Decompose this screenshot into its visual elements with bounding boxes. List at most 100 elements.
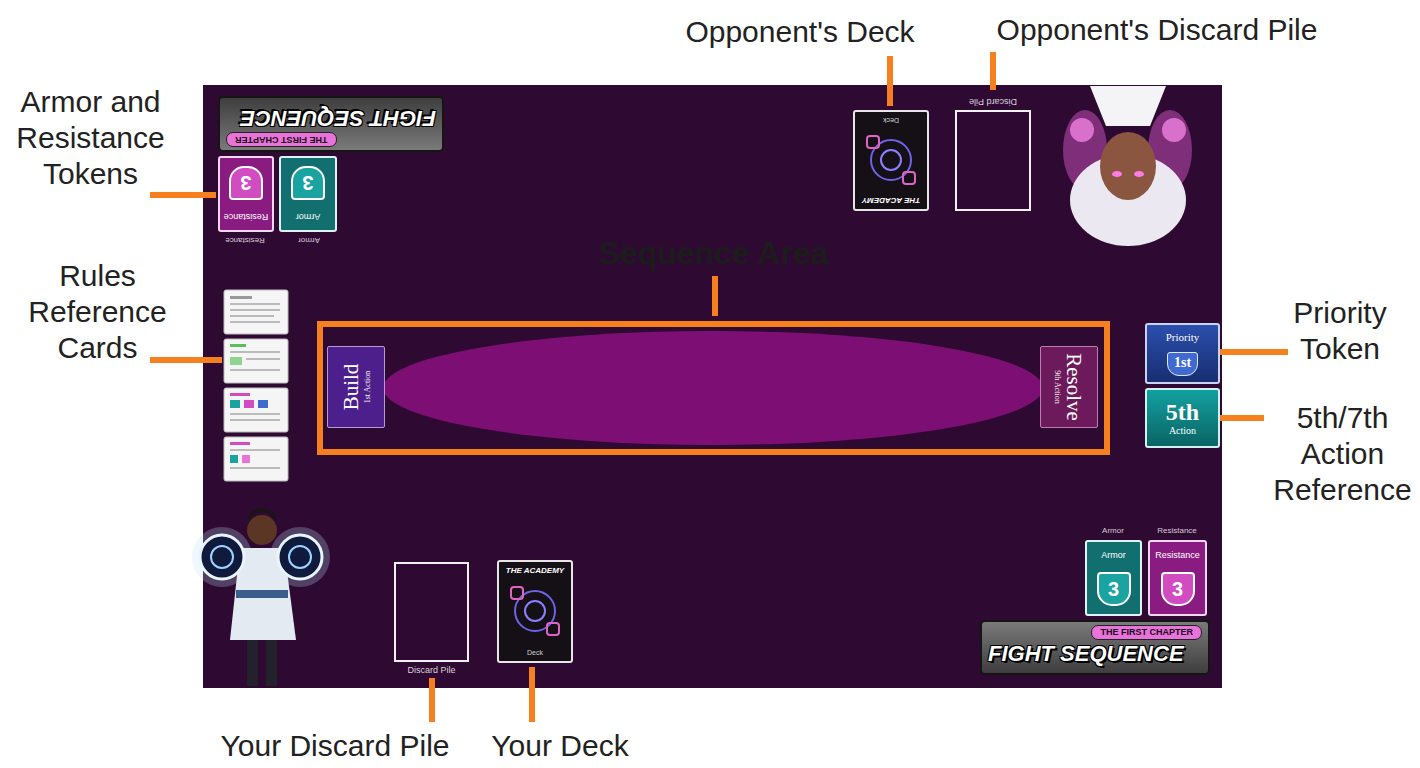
deck-brand: THE ACADEMY bbox=[862, 195, 920, 205]
deck-card: THE ACADEMYDeck bbox=[853, 110, 929, 211]
leader-line bbox=[712, 276, 718, 316]
mat-label: Resistance bbox=[1147, 526, 1207, 536]
deck-card-backs bbox=[497, 110, 929, 663]
leader-line bbox=[1213, 415, 1264, 421]
discard-slot: Discard Pile bbox=[955, 110, 1031, 211]
rules-card-detail bbox=[230, 413, 280, 415]
discard-slot: Discard Pile bbox=[394, 562, 469, 662]
callout-label: Armor and Resistance Tokens bbox=[8, 84, 173, 192]
slot-label: Discard Pile bbox=[407, 665, 455, 676]
label-position: Rules Reference Cards bbox=[15, 258, 180, 366]
academy-symbol bbox=[867, 136, 915, 184]
rules-card-detail bbox=[230, 315, 274, 317]
armor-token: Armor3 bbox=[279, 156, 337, 232]
rules-card-detail bbox=[230, 419, 280, 421]
slot-label: Discard Pile bbox=[969, 96, 1017, 107]
label-position: Armor and Resistance Tokens bbox=[8, 84, 173, 192]
player-character bbox=[192, 508, 330, 686]
token-label: Armor bbox=[296, 211, 321, 222]
magic-hand bbox=[1162, 118, 1186, 142]
card-subtitle: 1st Action bbox=[363, 371, 373, 404]
rules-card-detail bbox=[244, 400, 254, 408]
card-back bbox=[497, 560, 573, 663]
callout-label: Your Discard Pile bbox=[200, 728, 470, 764]
label-position: Opponent's Deck bbox=[650, 14, 950, 50]
opponent-character bbox=[1063, 86, 1192, 246]
character-hair bbox=[248, 508, 276, 526]
rules-card bbox=[224, 388, 288, 432]
label-position: Armor bbox=[1083, 526, 1143, 536]
build-card: Build1st Action bbox=[327, 346, 385, 428]
leader-line bbox=[429, 678, 435, 722]
card-back bbox=[853, 110, 929, 211]
resistance-token: Resistance 3 bbox=[218, 156, 274, 232]
area-heading: Sequence Area bbox=[323, 235, 1104, 271]
label-position: Opponent's Discard Pile bbox=[967, 12, 1347, 48]
character-head bbox=[247, 515, 277, 545]
resolve-card: Resolve9th Action bbox=[1040, 346, 1098, 428]
callout-label: Priority Token bbox=[1275, 295, 1405, 367]
mat-label: Armor bbox=[1083, 526, 1143, 536]
priority-token: Priority 1st bbox=[1145, 323, 1220, 384]
callout-label: Your Deck bbox=[480, 728, 640, 764]
leader-line bbox=[990, 52, 996, 90]
rules-card-detail bbox=[230, 351, 280, 353]
token-label: Action bbox=[1169, 425, 1196, 437]
rules-card bbox=[224, 339, 288, 383]
character-eye bbox=[1112, 171, 1122, 177]
magic-orb bbox=[200, 535, 244, 579]
character-collar bbox=[1090, 86, 1166, 126]
rules-card-detail bbox=[230, 303, 280, 305]
rules-card-detail bbox=[230, 467, 280, 469]
deck-brand: THE ACADEMY bbox=[506, 566, 564, 576]
resistance-token: Resistance3 bbox=[1148, 540, 1207, 616]
symbol-ring bbox=[525, 601, 545, 621]
leader-line bbox=[529, 667, 535, 722]
rules-card-detail bbox=[230, 309, 280, 311]
leader-line bbox=[1213, 349, 1288, 355]
label-position: 5th/7th Action Reference bbox=[1270, 400, 1415, 508]
token-value: 3 bbox=[229, 166, 263, 200]
magic-orb-ring bbox=[211, 546, 233, 568]
leader-line bbox=[887, 56, 893, 106]
token-label: Resistance bbox=[1155, 550, 1200, 561]
character-eye bbox=[1134, 171, 1144, 177]
label-position: Resistance bbox=[215, 235, 275, 245]
rules-card-detail bbox=[230, 449, 280, 451]
character-face bbox=[1100, 132, 1156, 200]
callout-label: 5th/7th Action Reference bbox=[1270, 400, 1415, 508]
deck-label: Deck bbox=[527, 648, 543, 657]
token-value: 1st bbox=[1167, 352, 1198, 376]
token-label: Armor bbox=[1101, 550, 1126, 561]
armor-token: Armor3 bbox=[1085, 540, 1142, 616]
sequence-track bbox=[383, 331, 1043, 445]
rules-card-detail bbox=[230, 442, 250, 445]
token-label: Resistance bbox=[224, 211, 269, 222]
label-position: Priority Token bbox=[1275, 295, 1405, 367]
leader-line bbox=[150, 192, 216, 198]
academy-symbol bbox=[511, 587, 559, 635]
magic-hand bbox=[1070, 118, 1094, 142]
symbol-detail bbox=[511, 587, 523, 599]
callout-label: Rules Reference Cards bbox=[15, 258, 180, 366]
game-logo: THE FIRST CHAPTERFIGHT SEQUENCE bbox=[218, 96, 444, 152]
token-label: Priority bbox=[1166, 331, 1200, 344]
logo-title: FIGHT SEQUENCE bbox=[240, 104, 436, 132]
leader-lines bbox=[150, 52, 1288, 722]
symbol-detail bbox=[547, 623, 559, 635]
game-logo: THE FIRST CHAPTERFIGHT SEQUENCE bbox=[980, 620, 1210, 675]
rules-card-detail bbox=[230, 344, 246, 347]
label-position: Your Discard Pile bbox=[200, 728, 470, 764]
rules-card-detail bbox=[258, 400, 268, 408]
rules-card-detail bbox=[242, 455, 250, 463]
sequence-area: Sequence AreaBuild1st ActionResolve9th A… bbox=[317, 321, 1110, 455]
logo-title: FIGHT SEQUENCE bbox=[988, 640, 1184, 668]
logo-subtitle: THE FIRST CHAPTER bbox=[226, 132, 337, 147]
rules-card-detail bbox=[230, 321, 280, 323]
rules-reference-cards bbox=[224, 290, 288, 481]
character-belt bbox=[236, 590, 288, 598]
magic-orb-ring bbox=[289, 546, 311, 568]
rules-card-detail bbox=[246, 358, 280, 360]
rules-card-detail bbox=[230, 369, 280, 371]
rules-card bbox=[224, 437, 288, 481]
